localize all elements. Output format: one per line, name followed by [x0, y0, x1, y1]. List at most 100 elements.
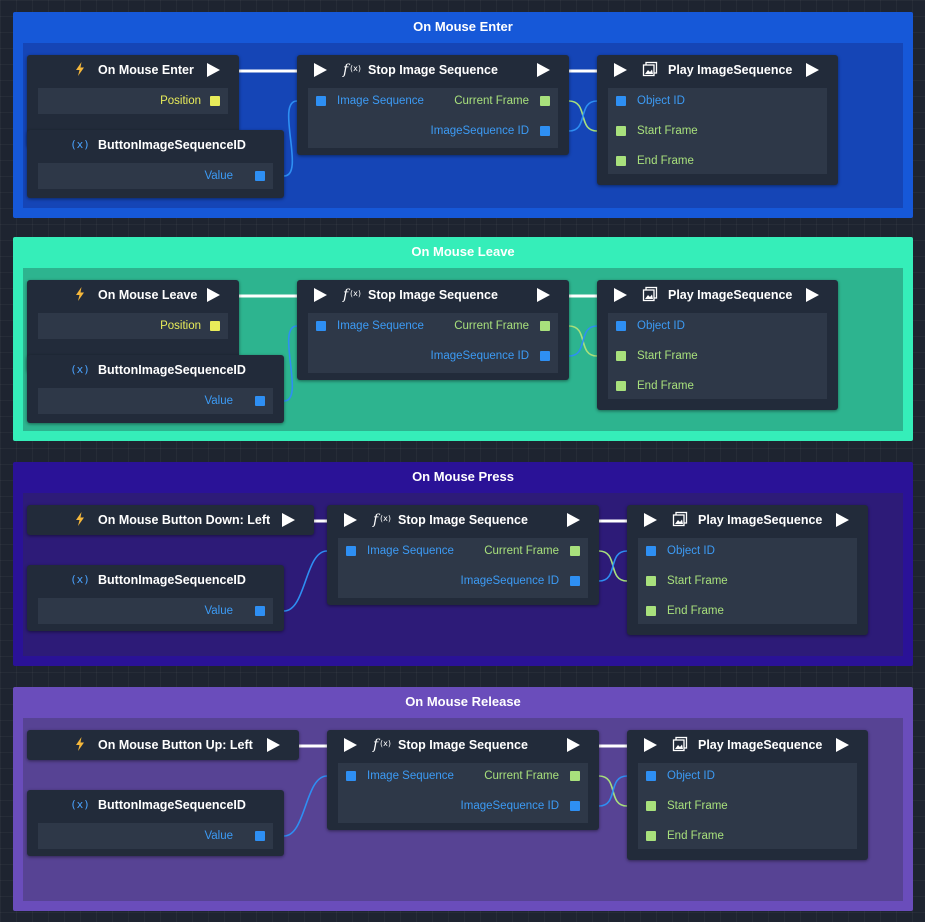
event-node[interactable]: On Mouse Button Down: Left [27, 505, 314, 535]
event-node[interactable]: On Mouse Button Up: Left [27, 730, 299, 760]
input-pin-start-frame[interactable] [616, 126, 626, 136]
node-header[interactable]: f(x)Stop Image Sequence [297, 280, 569, 310]
node-header[interactable]: Play ImageSequence [627, 505, 868, 535]
exec-input-pin[interactable] [344, 513, 357, 527]
exec-input-pin[interactable] [614, 63, 627, 77]
input-pin-start-frame[interactable] [646, 801, 656, 811]
output-pin-position[interactable] [210, 96, 220, 106]
input-pin-start-frame[interactable] [616, 351, 626, 361]
input-pin-image-sequence[interactable] [346, 771, 356, 781]
variable-node[interactable]: (x)ButtonImageSequenceID Value [27, 130, 284, 198]
node-body: Value [38, 598, 273, 624]
exec-output-pin[interactable] [806, 63, 819, 77]
function-icon: f(x) [372, 511, 392, 528]
node-header[interactable]: On Mouse Enter [27, 55, 239, 85]
exec-output-pin[interactable] [282, 513, 295, 527]
exec-input-pin[interactable] [314, 63, 327, 77]
exec-output-pin[interactable] [537, 288, 550, 302]
exec-output-pin[interactable] [207, 288, 220, 302]
input-pin-start-frame[interactable] [646, 576, 656, 586]
variable-node[interactable]: (x)ButtonImageSequenceID Value [27, 565, 284, 631]
output-pin-imagesequence-id[interactable] [540, 351, 550, 361]
exec-output-pin[interactable] [806, 288, 819, 302]
output-label-current-frame: Current Frame [484, 770, 559, 782]
input-pin-object-id[interactable] [616, 321, 626, 331]
exec-output-pin[interactable] [537, 63, 550, 77]
exec-output-pin[interactable] [207, 63, 220, 77]
exec-input-pin[interactable] [644, 738, 657, 752]
node-header[interactable]: Play ImageSequence [597, 55, 838, 85]
output-pin-position[interactable] [210, 321, 220, 331]
node-header[interactable]: f(x)Stop Image Sequence [297, 55, 569, 85]
input-pin-end-frame[interactable] [646, 606, 656, 616]
input-label-object-id: Object ID [637, 95, 685, 107]
exec-output-pin[interactable] [567, 738, 580, 752]
output-pin-value[interactable] [255, 171, 265, 181]
node-header[interactable]: (x)ButtonImageSequenceID [27, 790, 284, 820]
svg-text:f: f [372, 737, 381, 752]
node-header[interactable]: On Mouse Button Up: Left [27, 730, 299, 760]
output-pin-imagesequence-id[interactable] [540, 126, 550, 136]
output-pin-current-frame[interactable] [540, 96, 550, 106]
exec-input-pin[interactable] [344, 738, 357, 752]
input-label-image-sequence: Image Sequence [337, 95, 424, 107]
node-header[interactable]: On Mouse Button Down: Left [27, 505, 314, 535]
input-pin-object-id[interactable] [646, 546, 656, 556]
exec-input-pin[interactable] [614, 288, 627, 302]
exec-output-pin[interactable] [567, 513, 580, 527]
input-pin-end-frame[interactable] [646, 831, 656, 841]
variable-node[interactable]: (x)ButtonImageSequenceID Value [27, 355, 284, 423]
node-body: Value [38, 388, 273, 414]
output-pin-current-frame[interactable] [570, 771, 580, 781]
output-pin-current-frame[interactable] [540, 321, 550, 331]
node-header[interactable]: Play ImageSequence [627, 730, 868, 760]
svg-text:(x): (x) [71, 138, 89, 151]
input-pin-image-sequence[interactable] [316, 321, 326, 331]
input-label-image-sequence: Image Sequence [337, 320, 424, 332]
input-pin-image-sequence[interactable] [316, 96, 326, 106]
svg-text:(x): (x) [71, 363, 89, 376]
exec-output-pin[interactable] [836, 513, 849, 527]
exec-output-pin[interactable] [836, 738, 849, 752]
image-sequence-icon [642, 286, 658, 302]
node-header[interactable]: On Mouse Leave [27, 280, 239, 310]
input-pin-image-sequence[interactable] [346, 546, 356, 556]
input-pin-object-id[interactable] [646, 771, 656, 781]
input-pin-end-frame[interactable] [616, 381, 626, 391]
input-pin-object-id[interactable] [616, 96, 626, 106]
node-header[interactable]: (x)ButtonImageSequenceID [27, 355, 284, 385]
output-pin-value[interactable] [255, 606, 265, 616]
output-pin-value[interactable] [255, 396, 265, 406]
group-title: On Mouse Press [412, 469, 514, 484]
exec-input-pin[interactable] [314, 288, 327, 302]
output-label-current-frame: Current Frame [454, 320, 529, 332]
output-pin-value[interactable] [255, 831, 265, 841]
node-header[interactable]: Play ImageSequence [597, 280, 838, 310]
node-header[interactable]: (x)ButtonImageSequenceID [27, 130, 284, 160]
function-icon: f(x) [372, 736, 392, 753]
output-label-position: Position [160, 320, 201, 332]
node-header[interactable]: f(x)Stop Image Sequence [327, 730, 599, 760]
input-pin-end-frame[interactable] [616, 156, 626, 166]
node-header[interactable]: f(x) Stop Image Sequence [327, 505, 599, 535]
output-pin-current-frame[interactable] [570, 546, 580, 556]
node-header[interactable]: (x)ButtonImageSequenceID [27, 565, 284, 595]
svg-text:(x): (x) [71, 573, 89, 586]
exec-input-pin[interactable] [644, 513, 657, 527]
node-body: Value [38, 163, 273, 189]
output-pin-imagesequence-id[interactable] [570, 801, 580, 811]
exec-output-pin[interactable] [267, 738, 280, 752]
output-pin-imagesequence-id[interactable] [570, 576, 580, 586]
node-title: Stop Image Sequence [398, 513, 528, 527]
